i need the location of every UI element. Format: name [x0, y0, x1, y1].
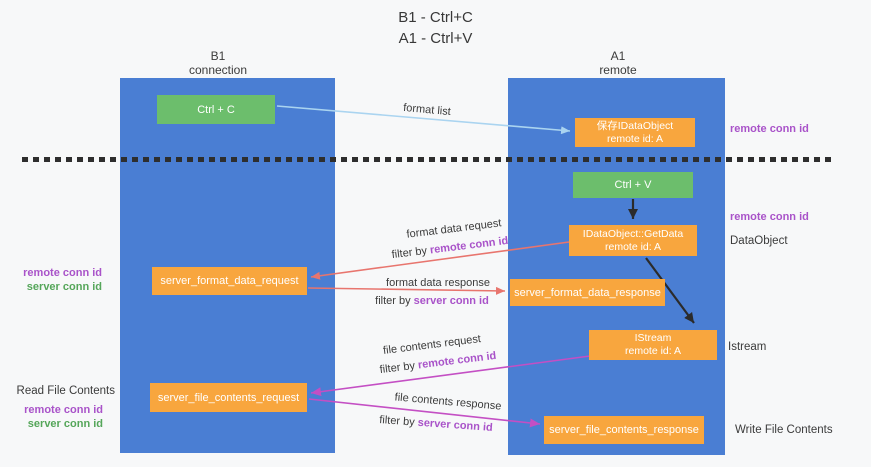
- server-file-contents-request-box: server_file_contents_request: [150, 383, 307, 412]
- server-conn-id-filter-2: server conn id: [417, 416, 494, 434]
- file-contents-response-label: file contents response: [394, 391, 502, 413]
- istream-side-label: Istream: [728, 341, 767, 353]
- ctrl-v-box: Ctrl + V: [573, 172, 693, 198]
- column-header-b1: B1 connection: [158, 49, 278, 77]
- remote-conn-id-filter-2: remote conn id: [417, 349, 497, 372]
- server-file-contents-response-label: server_file_contents_response: [549, 424, 699, 436]
- remote-conn-id-left-1: remote conn id: [23, 267, 102, 279]
- server-conn-id-filter-1: server conn id: [413, 295, 489, 307]
- filter-by-text: filter by: [391, 244, 428, 262]
- istream-line2: remote id: A: [624, 345, 682, 357]
- remote-conn-id-right-2: remote conn id: [730, 211, 809, 223]
- remote-conn-id-right-1: remote conn id: [730, 123, 809, 135]
- column-header-a1: A1 remote: [558, 49, 678, 77]
- server-format-data-request-box: server_format_data_request: [152, 267, 307, 295]
- left-conn-id-stack-2: remote conn id server conn id: [10, 403, 103, 431]
- filter-by-text: filter by: [378, 414, 416, 429]
- ctrl-c-box: Ctrl + C: [157, 95, 275, 124]
- dataobject-label: DataObject: [730, 235, 788, 247]
- format-data-response-label: format data response: [386, 277, 490, 289]
- getdata-line2: remote id: A: [604, 240, 662, 253]
- column-b1-subtitle: connection: [188, 63, 248, 77]
- format-list-label: format list: [402, 101, 452, 119]
- save-dataobject-line1: 保存IDataObject: [596, 119, 674, 132]
- column-b1-name: B1: [210, 49, 226, 63]
- filter-by-text: filter by: [379, 359, 416, 377]
- istream-box: IStream remote id: A: [589, 330, 717, 360]
- getdata-line1: IDataObject::GetData: [582, 227, 684, 240]
- server-conn-id-left-1: server conn id: [26, 281, 102, 293]
- title-line-1: B1 - Ctrl+C: [398, 9, 473, 26]
- title-line-2: A1 - Ctrl+V: [398, 30, 473, 47]
- ctrl-c-label: Ctrl + C: [197, 103, 235, 116]
- column-a1-name: A1: [610, 49, 626, 63]
- remote-conn-id-left-2: remote conn id: [24, 404, 103, 416]
- save-dataobject-line2: remote id: A: [606, 132, 664, 145]
- remote-conn-id-filter-1: remote conn id: [429, 234, 509, 257]
- filter-by-text: filter by: [375, 295, 411, 307]
- istream-line1: IStream: [634, 332, 672, 344]
- server-format-data-response-label: server_format_data_response: [514, 286, 661, 299]
- save-dataobject-box: 保存IDataObject remote id: A: [575, 118, 695, 147]
- column-a1-subtitle: remote: [599, 63, 637, 77]
- server-conn-id-left-2: server conn id: [27, 418, 103, 430]
- getdata-box: IDataObject::GetData remote id: A: [569, 225, 697, 256]
- read-file-contents-label: Read File Contents: [16, 385, 115, 397]
- left-conn-id-stack-1: remote conn id server conn id: [10, 266, 102, 294]
- server-format-data-response-box: server_format_data_response: [510, 279, 665, 306]
- server-file-contents-request-label: server_file_contents_request: [157, 391, 300, 404]
- ctrl-v-label: Ctrl + V: [614, 179, 652, 191]
- machine-boundary-divider: [22, 157, 833, 162]
- diagram-title: B1 - Ctrl+C A1 - Ctrl+V: [0, 7, 871, 49]
- server-file-contents-response-box: server_file_contents_response: [544, 416, 704, 444]
- write-file-contents-label: Write File Contents: [735, 424, 833, 436]
- server-format-data-request-label: server_format_data_request: [160, 275, 299, 287]
